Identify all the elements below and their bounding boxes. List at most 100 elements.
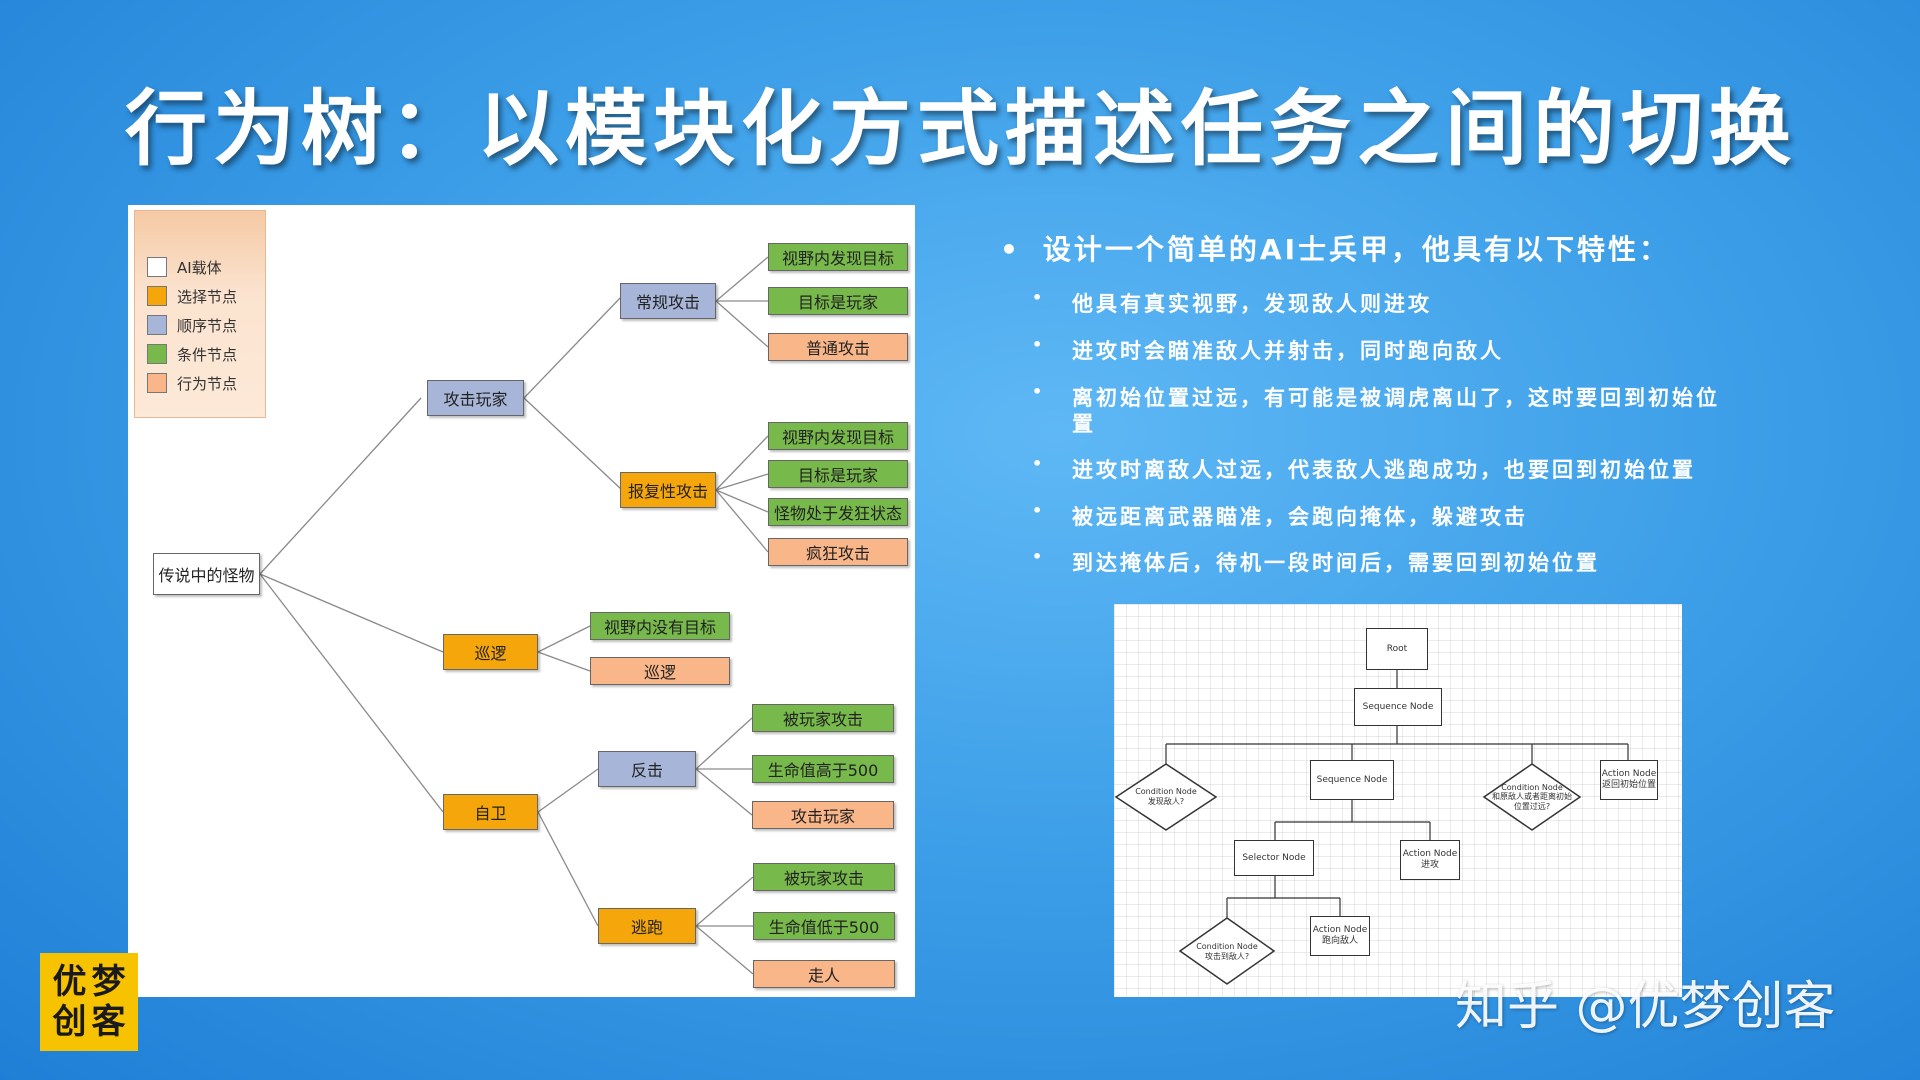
- node-revenge-attack: 报复性攻击: [620, 472, 716, 508]
- legend-item: 顺序节点: [147, 313, 237, 337]
- flow-cond-title: Condition Node: [1501, 782, 1563, 792]
- flow-cond-title: Condition Node: [1135, 787, 1197, 797]
- feature-item: • 离初始位置过远，有可能是被调虎离山了，这时要回到初始位: [1032, 382, 1720, 412]
- flow-cond-text: 发现敌人?: [1147, 797, 1185, 806]
- feature-item: • 被远距离武器瞄准，会跑向掩体，躲避攻击: [1032, 501, 1528, 531]
- feature-text: 置: [1072, 412, 1096, 436]
- flow-sequence-top: Sequence Node: [1354, 688, 1442, 726]
- flow-action-text: 返回初始位置: [1601, 780, 1656, 790]
- node-flee-cond2: 生命值低于500: [753, 912, 895, 940]
- flow-condition-find-enemy: Condition Node 发现敌人?: [1116, 782, 1216, 812]
- legend-swatch: [147, 315, 167, 335]
- node-counter-cond1: 被玩家攻击: [752, 704, 894, 732]
- flowchart-connectors: [1114, 670, 1629, 985]
- legend-item: AI载体: [147, 255, 222, 279]
- legend-swatch: [147, 373, 167, 393]
- flow-action-text: 跑向敌人: [1321, 936, 1358, 946]
- legend-label: 选择节点: [177, 287, 238, 306]
- logo-char: 客: [91, 1002, 126, 1042]
- flowchart-panel: Root Sequence Node Condition Node 发现敌人? …: [1114, 604, 1682, 997]
- bullet-dot: •: [1032, 501, 1046, 520]
- node-ra-cond3: 怪物处于发狂状态: [768, 498, 908, 526]
- node-na-cond2: 目标是玩家: [768, 287, 908, 315]
- legend-label: AI载体: [177, 258, 222, 277]
- legend-swatch: [147, 344, 167, 364]
- legend-swatch: [147, 286, 167, 306]
- flow-condition-hit-enemy: Condition Node 攻击到敌人?: [1180, 938, 1274, 966]
- flow-action-title: Action Node: [1601, 769, 1657, 780]
- logo-char: 梦: [91, 962, 126, 1002]
- bullet-dot: •: [1032, 335, 1046, 354]
- node-ra-action: 疯狂攻击: [768, 538, 908, 566]
- feature-text: 他具有真实视野，发现敌人则进攻: [1072, 292, 1432, 316]
- bullet-dot: •: [1032, 547, 1046, 566]
- bullet-dot: •: [1032, 454, 1046, 473]
- flow-action-title: Action Node: [1402, 849, 1458, 860]
- flow-sequence-mid: Sequence Node: [1310, 760, 1394, 800]
- node-counter-action: 攻击玩家: [752, 801, 894, 829]
- legend-label: 条件节点: [177, 345, 238, 364]
- legend-item: 选择节点: [147, 284, 237, 308]
- watermark: 知乎 @优梦创客: [1455, 977, 1836, 1037]
- feature-text: 到达掩体后，待机一段时间后，需要回到初始位置: [1072, 551, 1600, 575]
- node-flee-action: 走人: [753, 960, 895, 988]
- node-na-action: 普通攻击: [768, 333, 908, 361]
- bullet-dot: •: [1000, 233, 1021, 266]
- flow-root: Root: [1366, 628, 1428, 670]
- feature-text: 被远距离武器瞄准，会跑向掩体，躲避攻击: [1072, 505, 1528, 529]
- node-ra-cond1: 视野内发现目标: [768, 422, 908, 450]
- feature-item: • 到达掩体后，待机一段时间后，需要回到初始位置: [1032, 547, 1600, 577]
- feature-item: • 进攻时离敌人过远，代表敌人逃跑成功，也要回到初始位置: [1032, 454, 1696, 484]
- flow-cond-text: 位置过远?: [1513, 801, 1551, 811]
- node-patrol: 巡逻: [443, 634, 538, 670]
- logo-char: 创: [52, 1002, 87, 1042]
- flow-cond-text: 攻击到敌人?: [1204, 952, 1250, 961]
- heading-text: 设计一个简单的AI士兵甲，他具有以下特性：: [1042, 233, 1670, 266]
- node-attack-player: 攻击玩家: [427, 380, 524, 416]
- behavior-tree-panel: 传说中的怪物 攻击玩家 常规攻击 视野内发现目标 目标是玩家 普通攻击 报复性攻…: [128, 205, 915, 997]
- legend-label: 行为节点: [177, 374, 238, 393]
- flow-action-return: Action Node 返回初始位置: [1600, 760, 1658, 800]
- feature-item: • 进攻时会瞄准敌人并射击，同时跑向敌人: [1032, 335, 1504, 365]
- feature-list-heading: • 设计一个简单的AI士兵甲，他具有以下特性：: [1000, 228, 1670, 268]
- bullet-dot: •: [1032, 382, 1046, 401]
- node-counter-cond2: 生命值高于500: [752, 755, 894, 783]
- slide-title: 行为树：以模块化方式描述任务之间的切换: [125, 82, 1798, 177]
- node-ra-cond2: 目标是玩家: [768, 460, 908, 488]
- node-normal-attack: 常规攻击: [620, 283, 716, 319]
- node-self-defense: 自卫: [443, 794, 538, 830]
- legend: AI载体 选择节点 顺序节点 条件节点 行为节点: [134, 210, 266, 418]
- node-na-cond1: 视野内发现目标: [768, 243, 908, 271]
- flow-root-label: Root: [1386, 643, 1408, 654]
- node-flee: 逃跑: [598, 908, 696, 944]
- feature-item: • 他具有真实视野，发现敌人则进攻: [1032, 288, 1432, 318]
- feature-item-wrap: 置: [1072, 408, 1096, 438]
- flow-action-text: 进攻: [1420, 860, 1439, 870]
- flow-selector-label: Selector Node: [1242, 852, 1306, 863]
- node-patrol-action: 巡逻: [590, 657, 730, 685]
- flow-action-attack: Action Node 进攻: [1400, 840, 1460, 880]
- flow-action-title: Action Node: [1312, 925, 1368, 936]
- legend-item: 条件节点: [147, 342, 237, 366]
- legend-swatch: [147, 257, 167, 277]
- node-flee-cond1: 被玩家攻击: [753, 863, 895, 891]
- node-root: 传说中的怪物: [153, 553, 260, 595]
- brand-logo: 优 梦 创 客: [40, 953, 138, 1051]
- bullet-dot: •: [1032, 288, 1046, 307]
- tree-connectors: [259, 256, 769, 975]
- flow-action-run: Action Node 跑向敌人: [1310, 916, 1370, 956]
- flow-cond-text: 和原敌人或者距离初始: [1492, 792, 1572, 802]
- node-patrol-cond: 视野内没有目标: [590, 612, 730, 640]
- legend-label: 顺序节点: [177, 316, 238, 335]
- feature-text: 离初始位置过远，有可能是被调虎离山了，这时要回到初始位: [1072, 386, 1720, 410]
- node-counter: 反击: [598, 751, 696, 787]
- flow-condition-distance: Condition Node 和原敌人或者距离初始 位置过远?: [1484, 776, 1580, 818]
- feature-text: 进攻时离敌人过远，代表敌人逃跑成功，也要回到初始位置: [1072, 458, 1696, 482]
- feature-text: 进攻时会瞄准敌人并射击，同时跑向敌人: [1072, 339, 1504, 363]
- flow-sequence-mid-label: Sequence Node: [1316, 774, 1388, 785]
- legend-item: 行为节点: [147, 371, 237, 395]
- flow-cond-title: Condition Node: [1196, 942, 1258, 952]
- flow-selector: Selector Node: [1234, 840, 1314, 876]
- flow-sequence-top-label: Sequence Node: [1362, 701, 1434, 712]
- logo-char: 优: [52, 962, 87, 1002]
